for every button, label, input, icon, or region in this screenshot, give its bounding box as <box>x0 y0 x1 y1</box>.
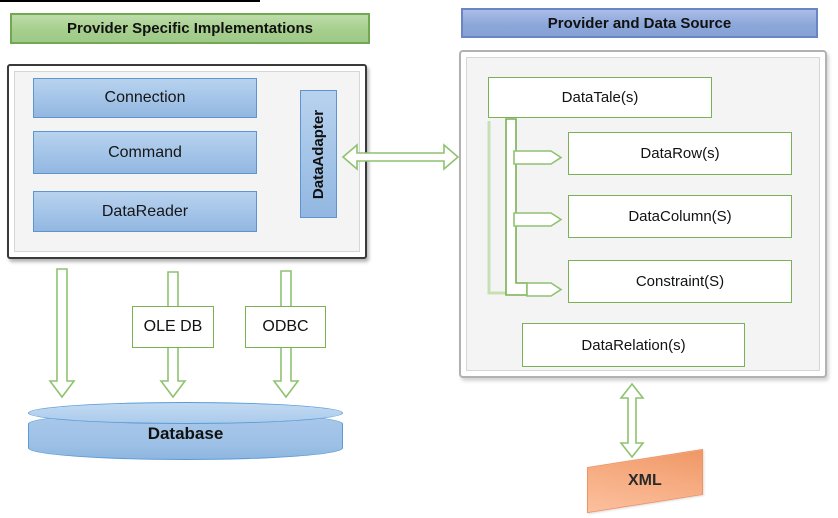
database-cylinder-top <box>28 402 343 424</box>
database-cylinder: Database <box>28 402 343 460</box>
command-label: Command <box>108 143 182 161</box>
command-box: Command <box>33 131 257 174</box>
left-panel-header: Provider Specific Implementations <box>10 13 370 44</box>
datacolumn-box: DataColumn(S) <box>568 195 792 238</box>
right-panel-header-label: Provider and Data Source <box>547 14 732 32</box>
xml-label: XML <box>628 472 662 489</box>
oledb-box: OLE DB <box>132 306 214 348</box>
connection-label: Connection <box>104 89 186 106</box>
odbc-label: ODBC <box>262 318 309 335</box>
datatable-label: DataTale(s) <box>561 89 639 106</box>
connection-box: Connection <box>33 78 257 118</box>
database-label: Database <box>147 424 224 443</box>
datarow-box: DataRow(s) <box>568 132 792 175</box>
down-arrow-sqlprovider-icon <box>48 268 76 399</box>
left-panel-header-label: Provider Specific Implementations <box>67 20 313 37</box>
constraint-box: Constraint(S) <box>568 260 792 303</box>
datatable-box: DataTale(s) <box>488 77 712 118</box>
datareader-box: DataReader <box>33 191 257 232</box>
datarelation-box: DataRelation(s) <box>522 323 745 367</box>
dataadapter-box: DataAdapter <box>300 90 337 218</box>
constraint-label: Constraint(S) <box>635 273 725 290</box>
xml-shape: XML <box>587 448 703 514</box>
datarelation-label: DataRelation(s) <box>581 336 686 354</box>
top-crop-line <box>0 0 260 2</box>
datasource-xml-double-arrow-icon <box>619 382 645 459</box>
datacolumn-label: DataColumn(S) <box>628 208 732 225</box>
dataadapter-label: DataAdapter <box>310 109 327 199</box>
right-panel-header: Provider and Data Source <box>461 8 818 38</box>
oledb-label: OLE DB <box>143 318 203 335</box>
datareader-label: DataReader <box>101 202 189 220</box>
odbc-box: ODBC <box>245 306 326 348</box>
datarow-label: DataRow(s) <box>640 145 720 162</box>
